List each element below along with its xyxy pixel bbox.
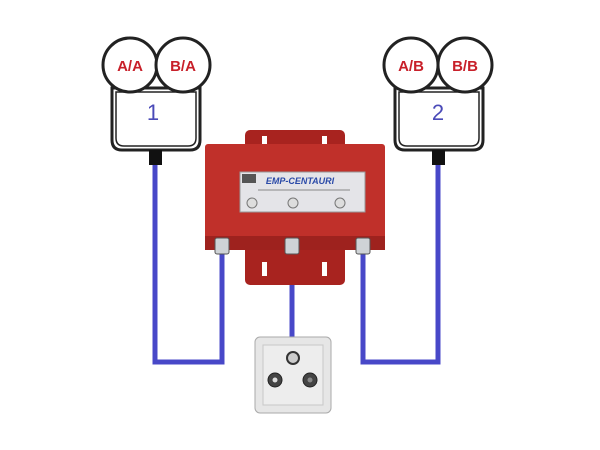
lnb2-number: 2 [432,100,444,125]
lnb1-left-label: A/A [117,58,143,75]
lnb-1: A/A B/A 1 [101,36,212,165]
lnb2-left-label: A/B [398,58,424,75]
lnb-2: A/B B/B 2 [382,36,494,165]
cable-lnb1 [152,165,225,365]
lnb2-right-label: B/B [452,58,478,75]
diseqc-switch: EMP-CENTAURI [205,130,385,285]
switch-brand-logo: EMP-CENTAURI [266,176,335,186]
lnb1-right-label: B/A [170,58,196,75]
wall-socket [254,336,332,414]
cable-lnb2 [360,165,441,365]
lnb1-number: 1 [147,100,159,125]
